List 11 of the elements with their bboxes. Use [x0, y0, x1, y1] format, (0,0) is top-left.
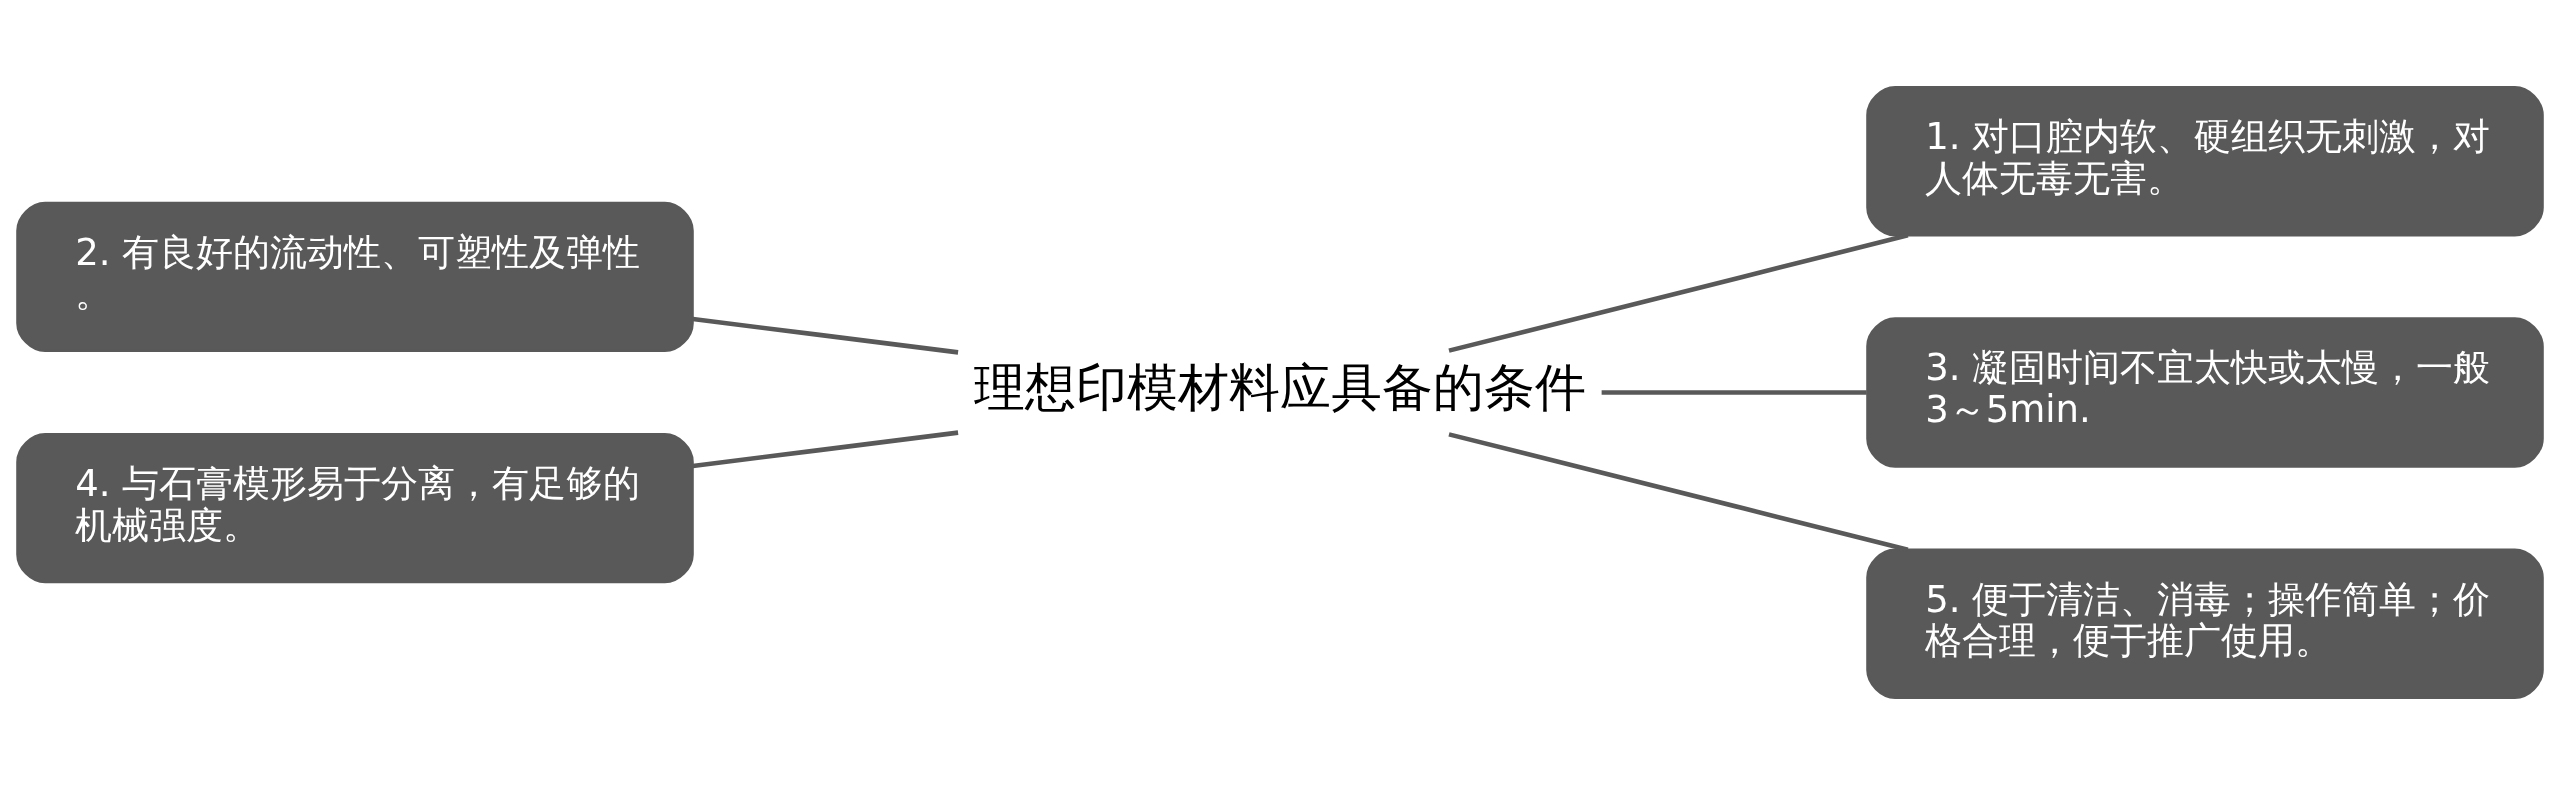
node-box: 5. 便于清洁、消毒；操作简单；价格合理，便于推广使用。: [1866, 548, 2544, 699]
connector: [692, 430, 959, 469]
node-box: 4. 与石膏模形易于分离，有足够的机械强度。: [16, 432, 694, 584]
node-box: 2. 有良好的流动性、可塑性及弹性。: [16, 201, 694, 353]
connector: [1448, 233, 1909, 353]
node-text: 理想印模材料应具备的条件: [974, 358, 1586, 418]
connector: [1601, 390, 1867, 395]
node-box: 3. 凝固时间不宜太快或太慢，一般3～5min.: [1866, 317, 2544, 468]
node-box: 1. 对口腔内软、硬组织无刺激，对人体无毒无害。: [1866, 86, 2544, 237]
connector: [692, 316, 959, 355]
connector: [1448, 432, 1909, 552]
